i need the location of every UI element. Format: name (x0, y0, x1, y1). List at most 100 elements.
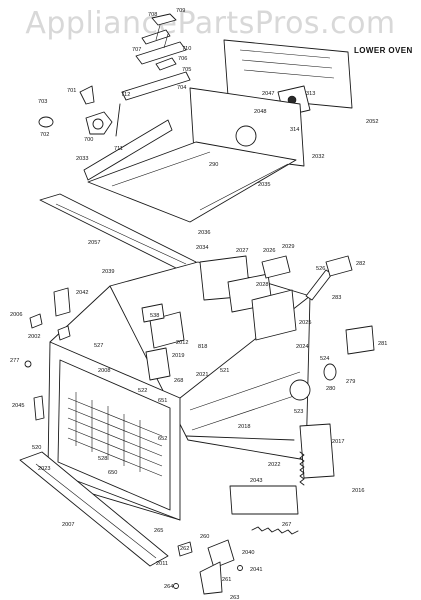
latch-assembly[interactable] (121, 13, 191, 101)
part-label-2024: 2024 (296, 344, 308, 350)
knob-702[interactable] (38, 116, 54, 128)
part-label-711: 711 (114, 146, 123, 152)
box-2025[interactable] (251, 289, 297, 341)
spring-267[interactable] (251, 526, 299, 535)
lock-motor-700[interactable] (85, 111, 113, 135)
part-label-707: 707 (132, 47, 141, 53)
part-label-313: 313 (306, 91, 315, 97)
part-label-2034: 2034 (196, 245, 208, 251)
part-label-2025: 2025 (299, 320, 311, 326)
clip-2006[interactable] (29, 313, 43, 329)
part-label-2016: 2016 (352, 488, 364, 494)
part-label-2036: 2036 (198, 230, 210, 236)
top-panel-2035[interactable] (87, 141, 297, 223)
part-label-701: 701 (67, 88, 76, 94)
part-label-2048: 2048 (254, 109, 266, 115)
part-label-708: 708 (148, 12, 157, 18)
side-rail-2033[interactable] (83, 119, 173, 181)
part-label-703: 703 (38, 99, 47, 105)
part-label-2011: 2011 (156, 561, 168, 567)
part-label-2057: 2057 (88, 240, 100, 246)
diagram-title: LOWER OVEN (354, 46, 413, 55)
part-label-2023: 2023 (38, 466, 50, 472)
part-label-2047: 2047 (262, 91, 274, 97)
part-label-538: 538 (150, 313, 159, 319)
sensor-283[interactable] (305, 269, 333, 301)
damper-2029[interactable] (261, 255, 291, 279)
lens-523[interactable] (289, 379, 311, 401)
part-label-2041: 2041 (250, 567, 262, 573)
part-label-2019: 2019 (172, 353, 184, 359)
part-label-522: 522 (138, 388, 147, 394)
part-label-265: 265 (154, 528, 163, 534)
part-label-2045: 2045 (12, 403, 24, 409)
part-label-2029: 2029 (282, 244, 294, 250)
light-box-281[interactable] (345, 325, 375, 355)
plug-282[interactable] (325, 255, 353, 277)
part-label-524: 524 (320, 356, 329, 362)
part-label-712: 712 (121, 92, 130, 98)
part-label-709: 709 (176, 8, 185, 14)
part-label-2012: 2012 (176, 340, 188, 346)
part-label-2006: 2006 (10, 312, 22, 318)
part-label-2007: 2007 (62, 522, 74, 528)
hinge-2042[interactable] (53, 287, 71, 317)
bracket-538[interactable] (141, 303, 165, 323)
part-label-520: 520 (32, 445, 41, 451)
part-label-651: 651 (158, 398, 167, 404)
pin-264[interactable] (173, 583, 179, 589)
part-label-277: 277 (10, 358, 19, 364)
part-label-2021: 2021 (196, 372, 208, 378)
pin-2041[interactable] (237, 565, 243, 571)
part-label-282: 282 (356, 261, 365, 267)
front-trim-2057[interactable] (39, 193, 197, 273)
rail-2043[interactable] (229, 485, 299, 515)
bracket-2012[interactable] (149, 311, 185, 349)
part-label-264: 264 (164, 584, 173, 590)
part-label-702: 702 (40, 132, 49, 138)
hinge-arm-261[interactable] (199, 561, 223, 595)
part-label-2028: 2028 (256, 282, 268, 288)
strip-2045[interactable] (33, 395, 45, 421)
part-label-527: 527 (94, 343, 103, 349)
part-label-2022: 2022 (268, 462, 280, 468)
part-label-2018: 2018 (238, 424, 250, 430)
part-label-280: 280 (326, 386, 335, 392)
part-label-262: 262 (180, 546, 189, 552)
part-label-281: 281 (378, 341, 387, 347)
part-label-2026: 2026 (263, 248, 275, 254)
hinge-260[interactable] (207, 539, 235, 569)
part-label-2042: 2042 (76, 290, 88, 296)
part-label-650: 650 (108, 470, 117, 476)
part-label-700: 700 (84, 137, 93, 143)
part-label-521: 521 (220, 368, 229, 374)
lever-701[interactable] (79, 85, 95, 105)
part-label-263: 263 (230, 595, 239, 600)
link-262[interactable] (177, 541, 193, 557)
part-label-818: 818 (198, 344, 207, 350)
part-label-710: 710 (182, 46, 191, 52)
part-label-2008: 2008 (98, 368, 110, 374)
element-2019[interactable] (145, 347, 171, 381)
part-label-2027: 2027 (236, 248, 248, 254)
part-label-290: 290 (209, 162, 218, 168)
part-label-2002: 2002 (28, 334, 40, 340)
part-label-2032: 2032 (312, 154, 324, 160)
part-label-528: 528 (98, 456, 107, 462)
part-label-2052: 2052 (366, 119, 378, 125)
part-label-652: 652 (158, 436, 167, 442)
part-label-314: 314 (290, 127, 299, 133)
part-label-523: 523 (294, 409, 303, 415)
part-label-2017: 2017 (332, 439, 344, 445)
side-panel-2017[interactable] (299, 423, 335, 479)
bracket-2002[interactable] (57, 325, 71, 341)
part-label-2040: 2040 (242, 550, 254, 556)
screw-277[interactable] (24, 360, 32, 368)
bulb-279[interactable] (323, 363, 337, 381)
part-label-2039: 2039 (102, 269, 114, 275)
part-label-706: 706 (178, 56, 187, 62)
part-label-260: 260 (200, 534, 209, 540)
spring-2016[interactable] (299, 451, 305, 486)
